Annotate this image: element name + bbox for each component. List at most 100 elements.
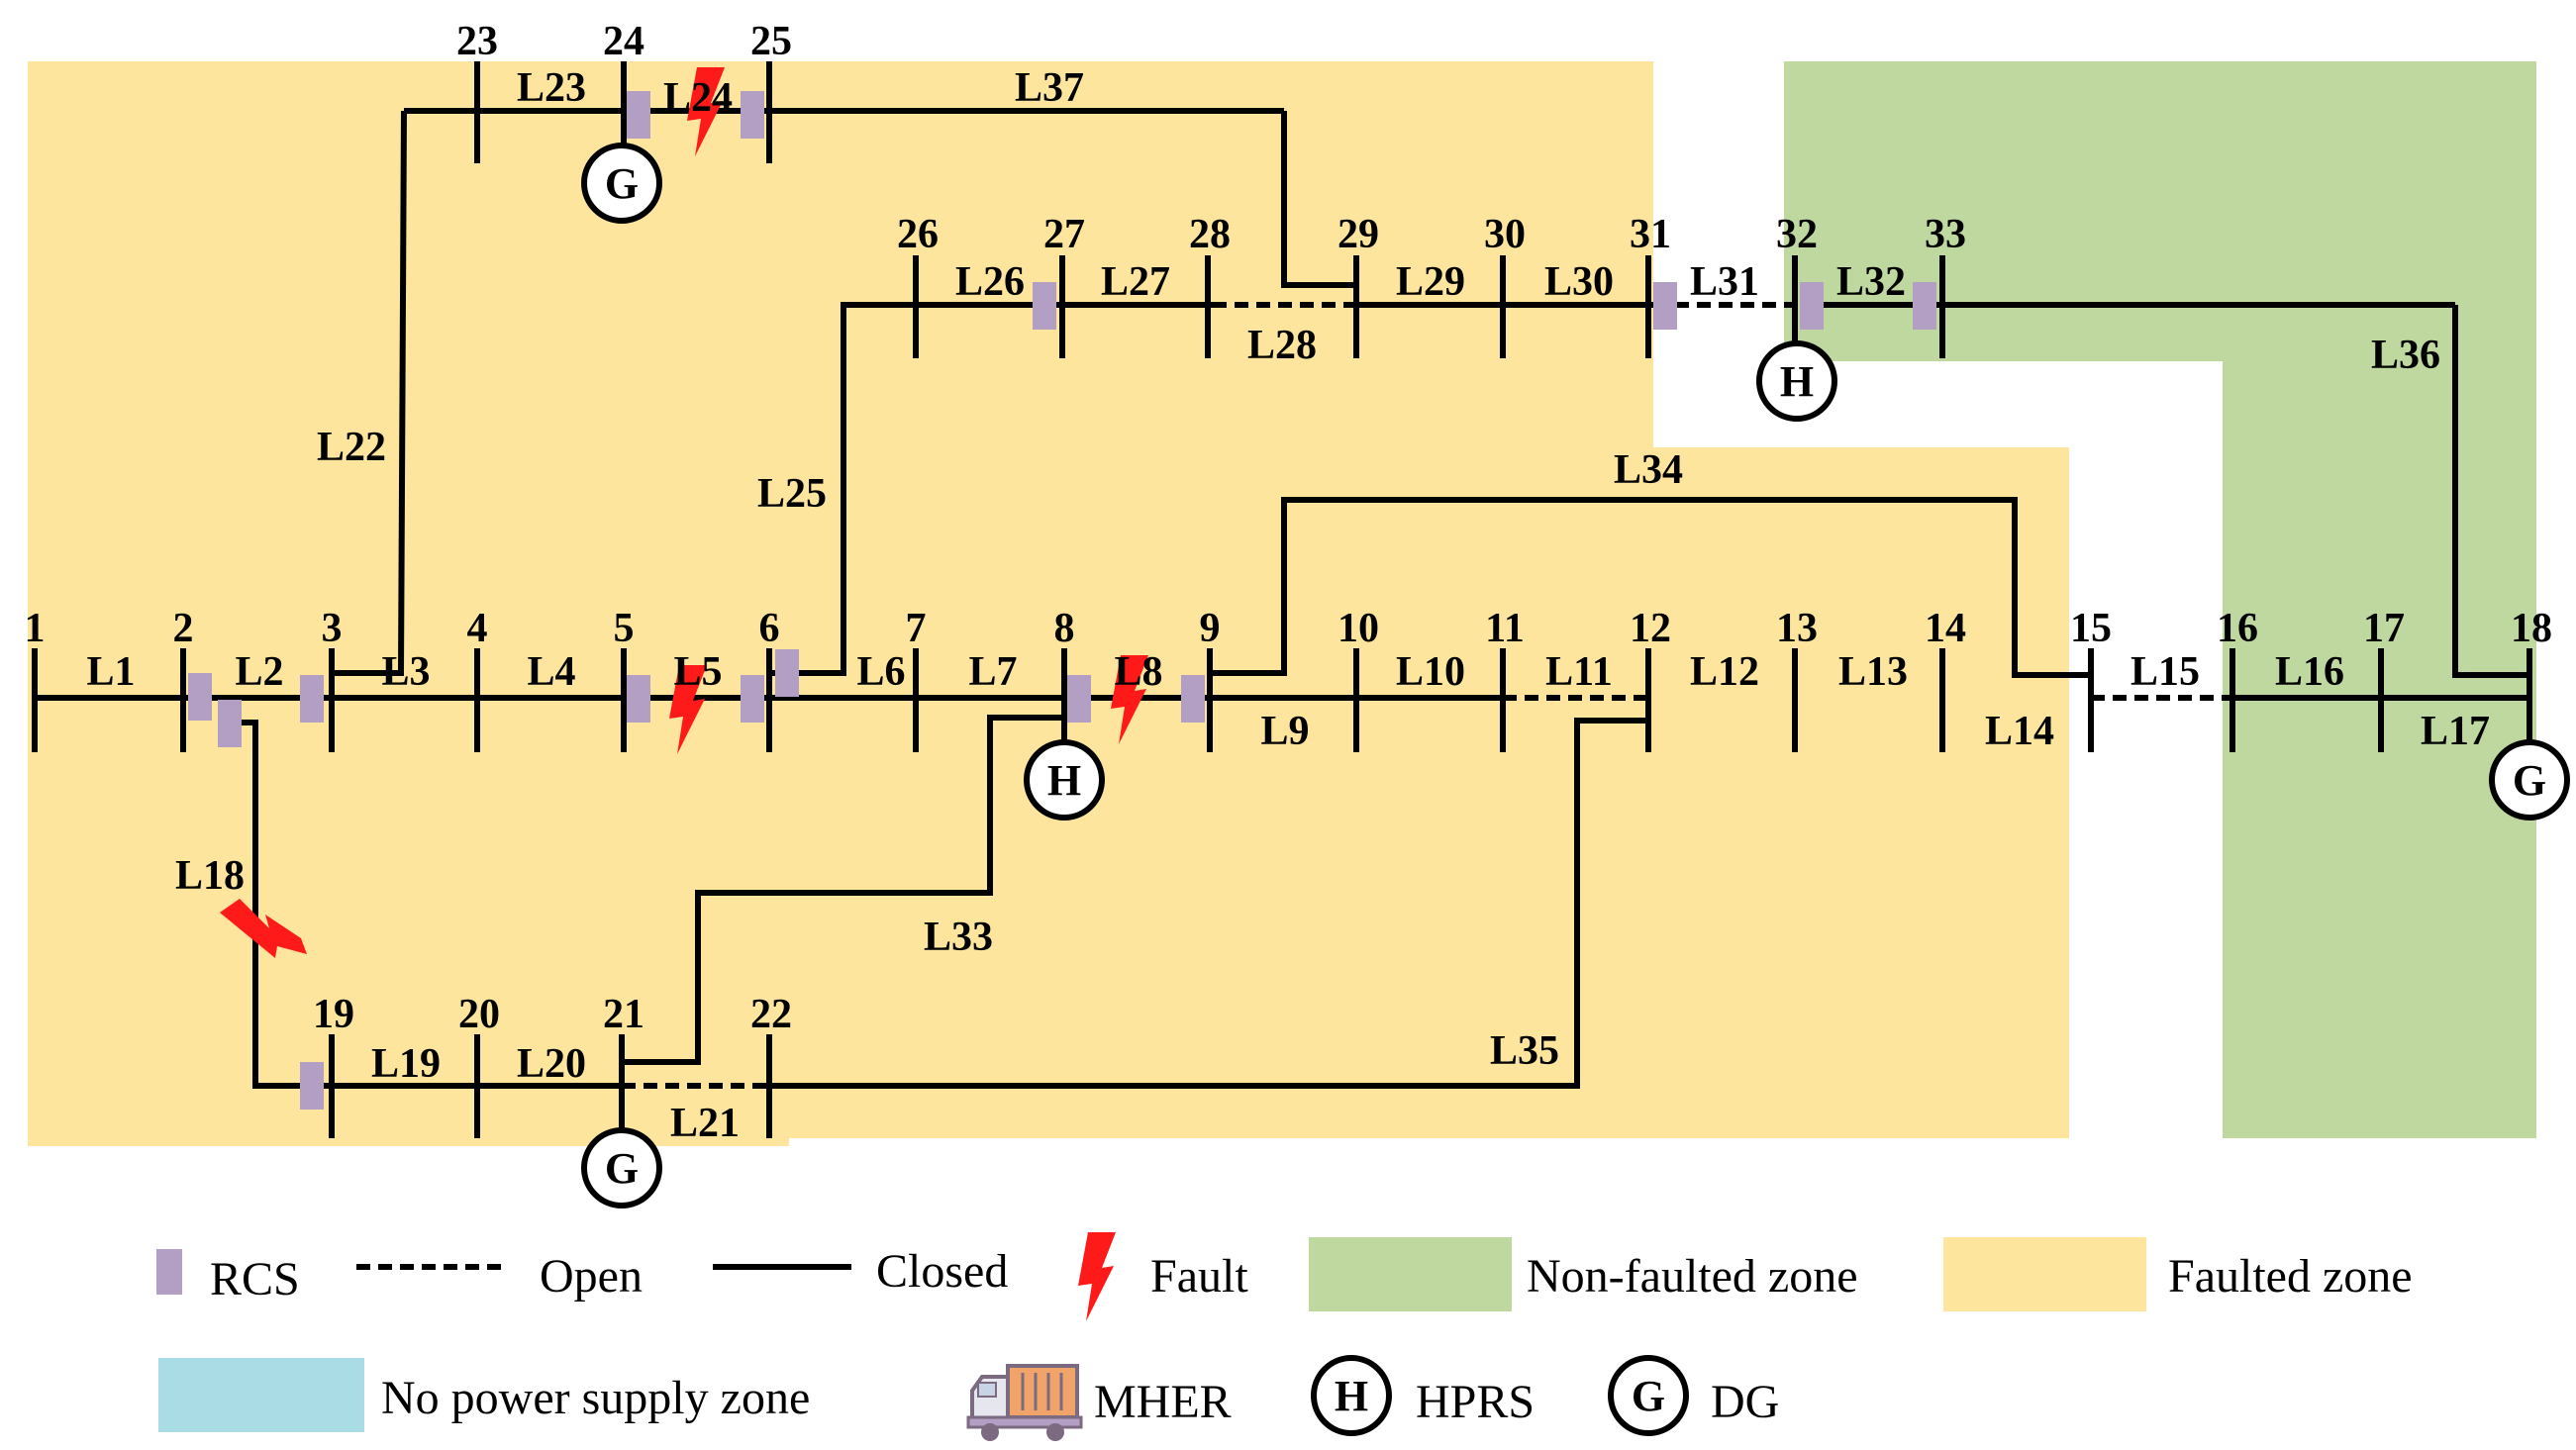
line-label-L3: L3 <box>381 649 430 695</box>
line-label-L2: L2 <box>235 649 283 695</box>
faulted-zone-area <box>28 61 2069 1146</box>
legend-faulted-zone-label: Faulted zone <box>2168 1250 2413 1303</box>
rcs-switch <box>1033 282 1056 330</box>
line-label-L9: L9 <box>1260 709 1309 754</box>
node-label-23: 23 <box>456 19 498 64</box>
legend-dg-label: DG <box>1711 1376 1779 1428</box>
node-label-7: 7 <box>906 606 927 651</box>
legend-mher-label: MHER <box>1094 1376 1232 1428</box>
line-label-L8: L8 <box>1114 649 1162 695</box>
rcs-switch <box>741 91 764 139</box>
line-labels: L1 L2 L3 L4 L5 L6 L7 L8 L9 L10 L11 L12 L… <box>86 65 2490 1146</box>
node-label-27: 27 <box>1043 212 1085 257</box>
line-label-L7: L7 <box>968 649 1017 695</box>
legend-open-label: Open <box>540 1250 643 1303</box>
node-label-12: 12 <box>1630 606 1671 651</box>
node-label-33: 33 <box>1925 212 1966 257</box>
line-L35-wire <box>769 718 1648 1089</box>
rcs-switch <box>741 675 764 723</box>
lightning-bolt-icon <box>220 899 307 958</box>
node-label-8: 8 <box>1054 606 1075 651</box>
line-label-L27: L27 <box>1101 259 1170 305</box>
rcs-switch <box>1653 282 1677 330</box>
line-label-L26: L26 <box>955 259 1025 305</box>
dg-symbol: G <box>605 159 639 208</box>
lightning-bolt-icon <box>669 665 707 754</box>
hprs-icon: H <box>1024 739 1105 821</box>
line-label-L30: L30 <box>1544 259 1614 305</box>
node-label-32: 32 <box>1776 212 1818 257</box>
rcs-switches <box>188 91 1936 1110</box>
line-label-L6: L6 <box>856 649 905 695</box>
node-label-11: 11 <box>1485 606 1525 651</box>
line-label-L33: L33 <box>924 915 993 960</box>
line-label-L28: L28 <box>1247 323 1317 368</box>
line-label-L1: L1 <box>86 649 135 695</box>
line-label-L18: L18 <box>175 853 245 899</box>
rcs-switch <box>1913 282 1936 330</box>
line-label-L4: L4 <box>527 649 575 695</box>
line-label-L32: L32 <box>1836 259 1906 305</box>
node-label-30: 30 <box>1484 212 1526 257</box>
line-label-L17: L17 <box>2421 709 2490 754</box>
generators: G H H G G <box>581 139 2570 1208</box>
line-label-L25: L25 <box>757 471 827 517</box>
non-faulted-zone-area <box>1784 61 2536 1138</box>
line-label-L23: L23 <box>517 65 586 111</box>
rcs-switch <box>627 91 650 139</box>
line-L37-wire <box>1281 111 1356 288</box>
node-label-22: 22 <box>750 992 792 1037</box>
node-label-2: 2 <box>173 606 194 651</box>
node-labels: 1 2 3 4 5 6 7 8 9 10 11 12 13 14 15 16 1… <box>25 19 2553 1037</box>
legend-closed-label: Closed <box>876 1245 1008 1298</box>
node-label-29: 29 <box>1338 212 1379 257</box>
line-label-L12: L12 <box>1690 649 1759 695</box>
line-label-L31: L31 <box>1690 259 1759 305</box>
node-label-13: 13 <box>1776 606 1818 651</box>
rcs-switch <box>300 1062 324 1110</box>
line-label-L16: L16 <box>2275 649 2344 695</box>
line-label-L20: L20 <box>517 1041 586 1087</box>
line-label-L11: L11 <box>1545 649 1613 695</box>
dg-symbol: G <box>605 1144 639 1193</box>
rcs-switch <box>188 673 212 721</box>
line-label-L29: L29 <box>1396 259 1465 305</box>
node-label-31: 31 <box>1630 212 1671 257</box>
rcs-switch <box>1067 675 1091 723</box>
line-L34-wire <box>1210 497 2091 678</box>
line-L36-wire <box>2452 305 2529 678</box>
rcs-switch <box>775 649 799 697</box>
line-L22-wire <box>332 110 407 676</box>
node-label-24: 24 <box>603 19 644 64</box>
line-label-L37: L37 <box>1015 65 1084 111</box>
node-label-4: 4 <box>467 606 488 651</box>
line-label-L13: L13 <box>1838 649 1908 695</box>
rcs-switch <box>218 700 242 747</box>
dg-symbol: G <box>2513 756 2546 805</box>
h-circle-icon: H <box>1311 1355 1392 1436</box>
lightning-bolt-icon <box>687 67 725 156</box>
legend-rcs-swatch <box>156 1249 182 1295</box>
node-label-5: 5 <box>614 606 635 651</box>
line-label-L24: L24 <box>663 75 733 121</box>
line-label-L34: L34 <box>1614 447 1683 493</box>
legend-non-faulted-zone-swatch <box>1309 1237 1512 1311</box>
line-label-L19: L19 <box>371 1041 441 1087</box>
node-label-26: 26 <box>897 212 939 257</box>
g-circle-icon: G <box>1608 1355 1689 1436</box>
node-label-3: 3 <box>322 606 343 651</box>
legend-non-faulted-zone-label: Non-faulted zone <box>1527 1250 1858 1303</box>
faults <box>220 67 1148 958</box>
legend-hprs-symbol: H <box>1335 1372 1368 1420</box>
dg-icon: G <box>581 143 662 224</box>
line-label-L14: L14 <box>1985 709 2054 754</box>
hprs-icon: H <box>1756 340 1837 422</box>
legend-rcs-label: RCS <box>210 1253 300 1305</box>
legend-faulted-zone-swatch <box>1943 1237 2146 1311</box>
node-label-10: 10 <box>1338 606 1379 651</box>
line-label-L5: L5 <box>673 649 722 695</box>
legend-no-power-zone-swatch <box>158 1358 364 1432</box>
line-label-L15: L15 <box>2130 649 2200 695</box>
line-label-L21: L21 <box>670 1101 740 1146</box>
